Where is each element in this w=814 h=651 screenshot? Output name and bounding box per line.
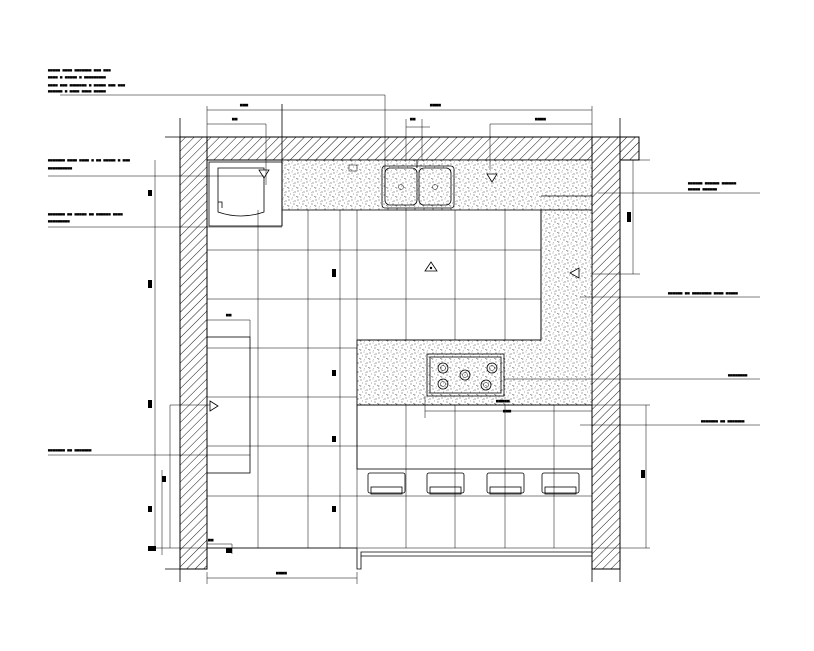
door-threshold [207, 547, 592, 570]
note-upper-line-2: ▀▀▀▀▀ ▀▀▀▀▀▀ [687, 188, 717, 193]
dimension-labels: ▀▀▀▀ ▀▀▀ ▀▀ ▀▀▀▀ ▀▀ ▀▀▀▀ ▀▀▀ ▀▀▀▀▀ ▀▀ ▀▀ [207, 103, 546, 578]
note-top-line-4: ▀▀▀▀▀▀ ▀ ▀▀▀▀ ▀▀▀▀ ▀▀▀▀▀ [47, 90, 106, 95]
note-tall-line-2: ▀▀▀▀▀▀▀▀▀ [47, 220, 70, 225]
wall-cap-bottom-left [165, 568, 181, 582]
section-markers [209, 169, 580, 412]
wall-cap-bottom-right [591, 568, 621, 582]
note-hob-line-1: ▀▀▀▀▀▀▀▀ [727, 374, 748, 379]
note-tall-line-1: ▀▀▀▀▀▀▀ ▀▀ ▀▀▀▀▀ ▀▀ ▀▀▀▀▀▀ ▀▀▀▀ [47, 213, 123, 218]
top-wall [179, 136, 640, 161]
cooktop [426, 353, 505, 397]
dim-top-right: ▀▀▀▀ [534, 117, 546, 124]
left-annotations: ▀▀▀▀▀ ▀▀▀▀ ▀▀▀▀▀▀▀ ▀▀▀ ▀▀▀ ▀▀▀▀ ▀ ▀▀▀▀▀ … [47, 69, 130, 454]
note-top-line-3: ▀▀▀▀ ▀▀▀ ▀▀▀▀▀▀▀ ▀ ▀▀▀▀▀ ▀▀▀ ▀▀▀ [47, 84, 126, 89]
dim-left-small: ▀▀ [225, 313, 232, 320]
note-bar-line-1: ▀▀▀▀▀▀▀ ▀▀ ▀▀▀▀▀▀▀ [700, 420, 745, 425]
dim-top-mid: ▀▀ [409, 117, 416, 124]
leader-lines [48, 94, 760, 456]
right-annotations: ▀▀▀▀▀▀ ▀▀▀▀▀▀ ▀▀▀▀▀▀ ▀▀▀▀▀ ▀▀▀▀▀▀ ▀▀▀▀▀▀… [667, 182, 748, 425]
wall-cap-top-left [165, 118, 181, 138]
top-counter [281, 159, 593, 211]
note-fridge-line-2: ▀▀▀▀▀▀▀▀▀▀ [47, 167, 73, 172]
bar-stools [367, 472, 580, 495]
note-upper-line-1: ▀▀▀▀▀▀ ▀▀▀▀▀▀ ▀▀▀▀▀▀ [687, 182, 737, 187]
right-wall [591, 136, 621, 570]
tap-mark [348, 164, 358, 172]
breakfast-bar [356, 404, 593, 470]
walls [165, 118, 640, 582]
double-sink [381, 160, 455, 209]
dim-top-overall: ▀▀▀▀ [429, 103, 441, 110]
note-fridge-line-1: ▀▀▀▀▀▀▀ ▀▀▀▀ ▀▀▀▀ ▀ ▀▀ ▀▀▀▀▀ ▀ ▀▀▀ [47, 159, 130, 164]
note-table-line-1: ▀▀▀▀▀▀▀ ▀▀ ▀▀▀▀▀▀▀ [47, 449, 92, 454]
left-wall [179, 136, 208, 570]
dimension-lines [148, 106, 650, 584]
note-top-line-1: ▀▀▀▀▀ ▀▀▀▀ ▀▀▀▀▀▀▀ ▀▀▀ ▀▀▀ [47, 69, 111, 74]
dim-corner: ▀▀ [207, 538, 214, 545]
dim-hob-label: ▀▀▀▀▀ [495, 399, 510, 406]
note-top-line-2: ▀▀▀▀ ▀ ▀▀▀▀▀ ▀ ▀▀▀▀▀▀▀▀▀ [47, 76, 106, 81]
dim-bottom-overall: ▀▀▀▀ [275, 571, 287, 578]
dim-top-left-small: ▀▀ [231, 117, 238, 124]
countertops [281, 159, 593, 406]
right-counter [356, 196, 593, 406]
refrigerator [208, 161, 283, 227]
dimension-ticks [148, 190, 645, 553]
dim-hob-width: ▀▀▀ [502, 409, 511, 416]
note-counter-line-1: ▀▀▀▀▀▀ ▀▀ ▀▀▀▀▀▀▀▀ ▀▀▀▀ ▀▀▀▀▀ [667, 292, 738, 297]
dim-top-left: ▀▀▀ [239, 103, 248, 110]
